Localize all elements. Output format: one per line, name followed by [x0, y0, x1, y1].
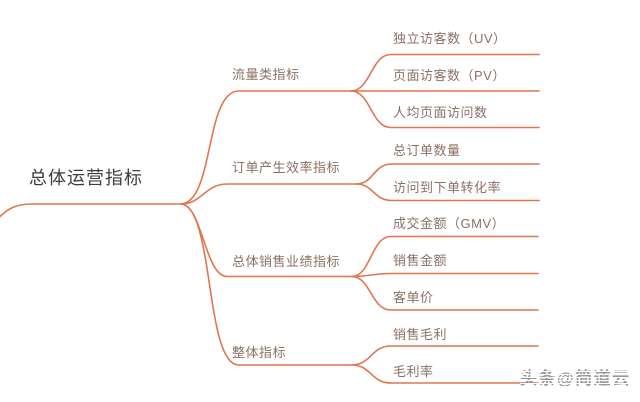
leaf-node-total-orders: 总订单数量	[393, 143, 461, 158]
leaf-node-avg-order-value: 客单价	[393, 290, 434, 305]
leaf-node-visit-to-order-conversion: 访问到下单转化率	[393, 180, 502, 195]
leaf-node-pv: 页面访客数（PV）	[393, 68, 506, 83]
branch-node-overall-metrics: 整体指标	[232, 345, 287, 360]
leaf-node-gross-margin: 毛利率	[393, 364, 434, 379]
leaf-curve-avg-order-value	[351, 275, 539, 311]
leaf-curve-gmv	[351, 235, 539, 278]
leaf-curve-avg-page-views	[350, 90, 540, 129]
root-node: 总体运营指标	[29, 168, 143, 188]
leaf-node-uv: 独立访客数（UV）	[393, 31, 507, 46]
leaf-node-avg-page-views: 人均页面访问数	[393, 105, 488, 120]
leaf-curve-gross-margin	[351, 364, 539, 384]
branch-node-traffic-metrics: 流量类指标	[232, 67, 300, 82]
root-line	[0, 203, 182, 218]
leaf-curve-gross-profit	[351, 345, 539, 366]
toutiao-watermark: 头条@简道云	[520, 366, 640, 394]
branch-curve-traffic	[180, 90, 352, 205]
leaf-curve-uv	[350, 53, 540, 92]
leaf-node-gross-profit: 销售毛利	[393, 327, 448, 342]
leaf-node-sales-amount: 销售金额	[393, 253, 448, 268]
leaf-curve-total-orders	[355, 163, 540, 185]
branch-curve-order	[180, 183, 357, 205]
leaf-curve-conversion	[355, 183, 540, 202]
branch-node-order-efficiency-metrics: 订单产生效率指标	[232, 160, 341, 175]
leaf-curve-sales-amount	[351, 272, 539, 278]
branch-curve-overall	[180, 203, 353, 366]
leaf-node-gmv: 成交金额（GMV）	[393, 216, 506, 231]
branch-node-sales-performance-metrics: 总体销售业绩指标	[232, 254, 341, 269]
